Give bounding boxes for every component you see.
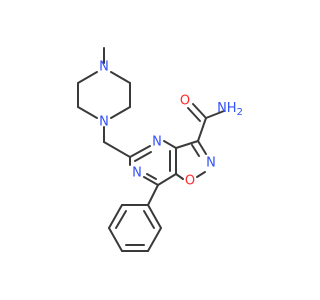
amide-nh-text: NH [217, 101, 237, 116]
bond-amide-co-b [187, 107, 201, 122]
bond-ph-2b [115, 210, 127, 229]
bond-ch2-c [103, 141, 131, 158]
bond-iso-2b [191, 144, 200, 157]
bond-amide-c [197, 117, 207, 142]
atom-isoxazole-o: O [185, 174, 195, 189]
atom-piperazine-n-bottom: N [99, 115, 109, 130]
bond-pyr-5 [143, 176, 159, 186]
bond-pyr-1b [134, 151, 152, 162]
atom-piperazine-n-top: N [99, 60, 109, 75]
molecule-diagram: N N N N N O O NH2 [77, 47, 243, 252]
bond-pip-6 [110, 71, 131, 84]
bond-iso-3 [196, 171, 206, 178]
bond-ph-6 [147, 204, 162, 229]
bond-ph-2 [108, 204, 123, 229]
bond-pip-3 [77, 106, 98, 119]
bond-ph-5 [147, 227, 162, 252]
atom-pyrimidine-n-top: N [152, 135, 162, 150]
bond-pip-1 [77, 71, 98, 84]
bond-ph-6b [143, 210, 155, 229]
bond-pyr-1 [129, 145, 151, 158]
bond-amide-co [192, 103, 207, 119]
bond-iso-1 [175, 140, 199, 149]
bond-amide-cn [205, 110, 225, 119]
atom-pyrimidine-n-bottom: N [132, 166, 142, 181]
bonds [77, 47, 225, 252]
bond-c-phenyl [147, 184, 159, 206]
bond-iso-2 [197, 140, 207, 155]
bond-pyr-2 [163, 140, 177, 149]
bond-pyr-5b [146, 173, 157, 180]
atom-labels: N N N N N O O NH2 [99, 60, 243, 189]
atom-isoxazole-n: N [206, 156, 216, 171]
bond-pip-4 [110, 106, 131, 119]
bond-ph-3 [108, 227, 123, 252]
bond-pyr-4 [157, 173, 177, 186]
atom-amide-o: O [180, 94, 190, 109]
bond-iso-4 [175, 173, 184, 180]
amide-nh2-subscript: 2 [237, 107, 243, 118]
atom-amide-nh2: NH2 [217, 101, 243, 118]
